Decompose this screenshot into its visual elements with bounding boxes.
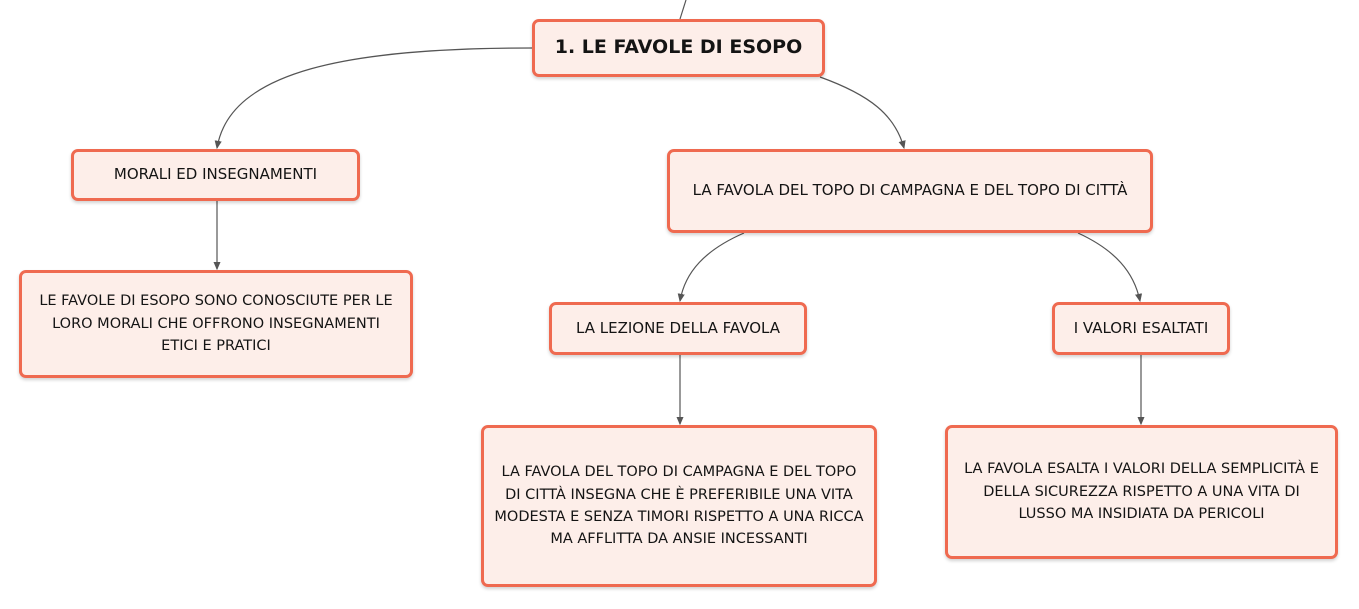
node-morali-label: MORALI ED INSEGNAMENTI	[113, 165, 318, 184]
node-lezione-label: LA LEZIONE DELLA FAVOLA	[576, 318, 780, 337]
node-valori-esaltati[interactable]: I VALORI ESALTATI	[1052, 302, 1230, 355]
node-valori-text: LA FAVOLA ESALTA I VALORI DELLA SEMPLICI…	[964, 461, 1319, 523]
edge-root-morali	[214, 47, 533, 150]
node-favola-label: LA FAVOLA DEL TOPO DI CAMPAGNA E DEL TOP…	[692, 181, 1128, 200]
node-valori-label: I VALORI ESALTATI	[1073, 318, 1209, 337]
node-valori-description[interactable]: LA FAVOLA ESALTA I VALORI DELLA SEMPLICI…	[945, 425, 1338, 559]
edge-parent-root	[679, 0, 687, 20]
node-root-title[interactable]: 1. LE FAVOLE DI ESOPO	[532, 19, 825, 77]
node-lezione-description[interactable]: LA FAVOLA DEL TOPO DI CAMPAGNA E DEL TOP…	[481, 425, 877, 587]
node-root-label: 1. LE FAVOLE DI ESOPO	[554, 36, 803, 59]
edge-root-favola	[819, 76, 906, 150]
node-lezione-favola[interactable]: LA LEZIONE DELLA FAVOLA	[549, 302, 807, 355]
edge-favola-valori	[1077, 232, 1143, 303]
node-favola-topo[interactable]: LA FAVOLA DEL TOPO DI CAMPAGNA E DEL TOP…	[667, 149, 1153, 233]
edge-favola-lezione	[677, 232, 745, 303]
node-favole-esopo-description[interactable]: LE FAVOLE DI ESOPO SONO CONOSCIUTE PER L…	[19, 270, 413, 378]
node-morali-insegnamenti[interactable]: MORALI ED INSEGNAMENTI	[71, 149, 360, 201]
node-favole-esopo-text: LE FAVOLE DI ESOPO SONO CONOSCIUTE PER L…	[39, 293, 393, 355]
node-lezione-text: LA FAVOLA DEL TOPO DI CAMPAGNA E DEL TOP…	[494, 464, 864, 548]
